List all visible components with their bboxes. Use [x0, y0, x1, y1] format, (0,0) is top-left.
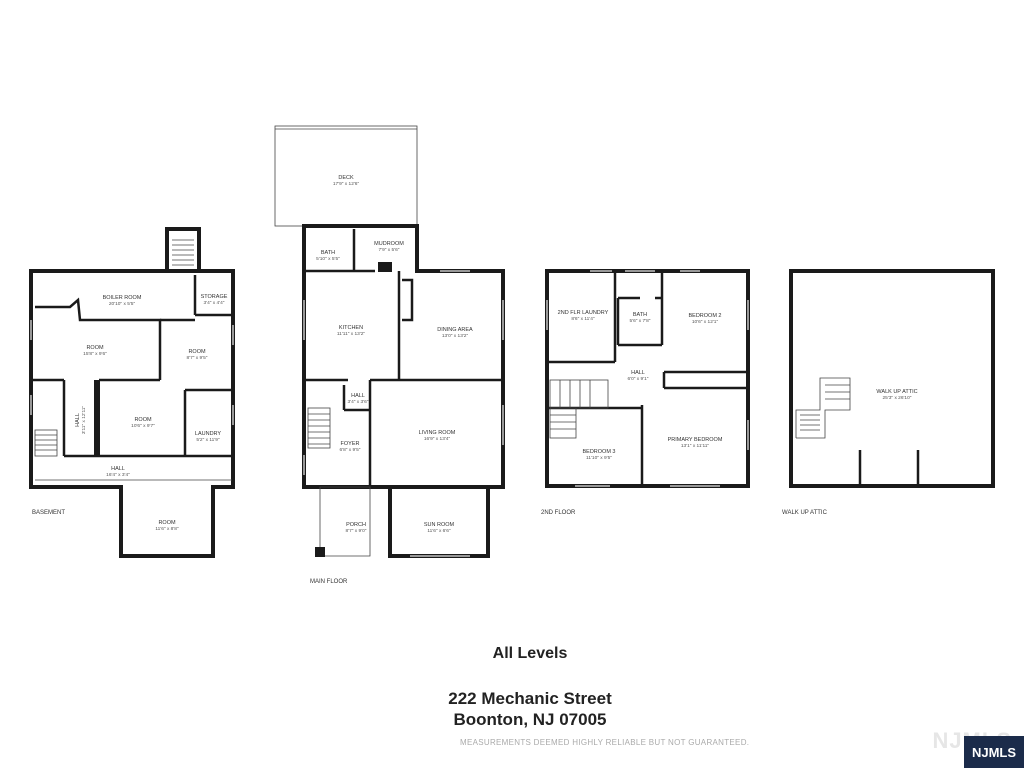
main-room-name: BATH [321, 250, 335, 256]
basement-plan: BOILER ROOM 20'10" x 5'5" STORAGE 3'4" x… [29, 227, 235, 558]
main-floor-plan: DECK 17'9" x 12'6" BATH 5'10" x 5'5" MUD… [274, 125, 505, 585]
basement-room-name: BOILER ROOM [103, 295, 142, 301]
main-room-dims: 3'4" x 3'6" [348, 399, 369, 405]
attic-level-label: WALK UP ATTIC [782, 510, 828, 516]
main-room-dims: 6'8" x 9'5" [340, 447, 361, 453]
floor-plan: BOILER ROOM 20'10" x 5'5" STORAGE 3'4" x… [29, 125, 995, 585]
main-room-name: FOYER [341, 441, 360, 447]
main-room-name: HALL [351, 393, 365, 399]
main-room-name: SUN ROOM [424, 522, 455, 528]
basement-room-name: ROOM [188, 349, 206, 355]
second-floor-plan: 2ND FLR LAUNDRY 8'6" x 11'4" BATH 5'6" x… [541, 269, 750, 516]
basement-room-dims: 15'8" x 9'6" [83, 351, 107, 357]
main-room-name: LIVING ROOM [419, 430, 456, 436]
main-room-dims: 13'0" x 13'2" [442, 333, 469, 339]
address-line-2: Boonton, NJ 07005 [453, 710, 607, 729]
main-room-dims: 7'9" x 5'6" [379, 247, 400, 253]
second-room-dims: 8'6" x 11'4" [571, 316, 595, 322]
basement-room-name: HALL [75, 413, 81, 427]
second-room-name: BEDROOM 2 [688, 313, 721, 319]
second-room-dims: 10'6" x 12'1" [692, 319, 719, 325]
main-room-dims: 8'7" x 9'0" [346, 528, 367, 534]
second-room-name: PRIMARY BEDROOM [668, 437, 723, 443]
basement-room-name: ROOM [134, 417, 152, 423]
basement-room-dims: 5'2" x 11'9" [196, 437, 220, 443]
main-room-name: MUDROOM [374, 241, 404, 247]
disclaimer: MEASUREMENTS DEEMED HIGHLY RELIABLE BUT … [460, 738, 750, 747]
basement-room-dims: 3'4" x 4'4" [204, 300, 225, 306]
second-room-name: HALL [631, 370, 645, 376]
heading: All Levels [492, 645, 568, 662]
second-room-dims: 5'6" x 7'8" [630, 318, 651, 324]
main-room-dims: 11'11" x 13'2" [337, 331, 366, 337]
main-level-label: MAIN FLOOR [310, 579, 348, 585]
basement-room-dims: 3'11" x 12'11" [81, 406, 87, 435]
second-room-dims: 6'0" x 9'1" [628, 376, 649, 382]
second-room-name: BATH [633, 312, 647, 318]
main-room-dims: 16'9" x 13'4" [424, 436, 451, 442]
main-room-dims: 5'10" x 5'5" [316, 256, 340, 262]
attic-room-name: WALK UP ATTIC [876, 389, 917, 395]
address-line-1: 222 Mechanic Street [448, 689, 612, 708]
basement-room-name: LAUNDRY [195, 431, 222, 437]
basement-room-dims: 11'6" x 8'8" [155, 526, 179, 532]
second-room-name: 2ND FLR LAUNDRY [558, 310, 609, 316]
attic-plan: WALK UP ATTIC 25'3" x 26'10" WALK UP ATT… [782, 269, 995, 516]
basement-level-label: BASEMENT [32, 510, 65, 516]
main-room-name: PORCH [346, 522, 366, 528]
basement-room-name: HALL [111, 466, 125, 472]
njmls-badge: NJMLS [964, 736, 1024, 768]
second-room-dims: 11'10" x 9'5" [586, 455, 612, 461]
main-room-dims: 17'9" x 12'6" [333, 181, 360, 187]
second-room-dims: 13'1" x 11'11" [681, 443, 710, 449]
main-room-dims: 11'6" x 6'6" [427, 528, 451, 534]
basement-room-dims: 20'10" x 5'5" [109, 301, 136, 307]
basement-room-name: STORAGE [201, 294, 228, 300]
second-room-name: BEDROOM 3 [582, 449, 615, 455]
attic-room-dims: 25'3" x 26'10" [883, 395, 912, 401]
second-level-label: 2ND FLOOR [541, 510, 576, 516]
main-room-name: KITCHEN [339, 325, 363, 331]
main-room-name: DECK [338, 175, 354, 181]
main-room-name: DINING AREA [437, 327, 473, 333]
basement-room-dims: 10'6" x 9'7" [131, 423, 155, 429]
basement-room-name: ROOM [158, 520, 176, 526]
basement-room-dims: 16'4" x 3'4" [106, 472, 130, 478]
basement-room-dims: 8'7" x 9'5" [187, 355, 208, 361]
basement-room-name: ROOM [86, 345, 104, 351]
